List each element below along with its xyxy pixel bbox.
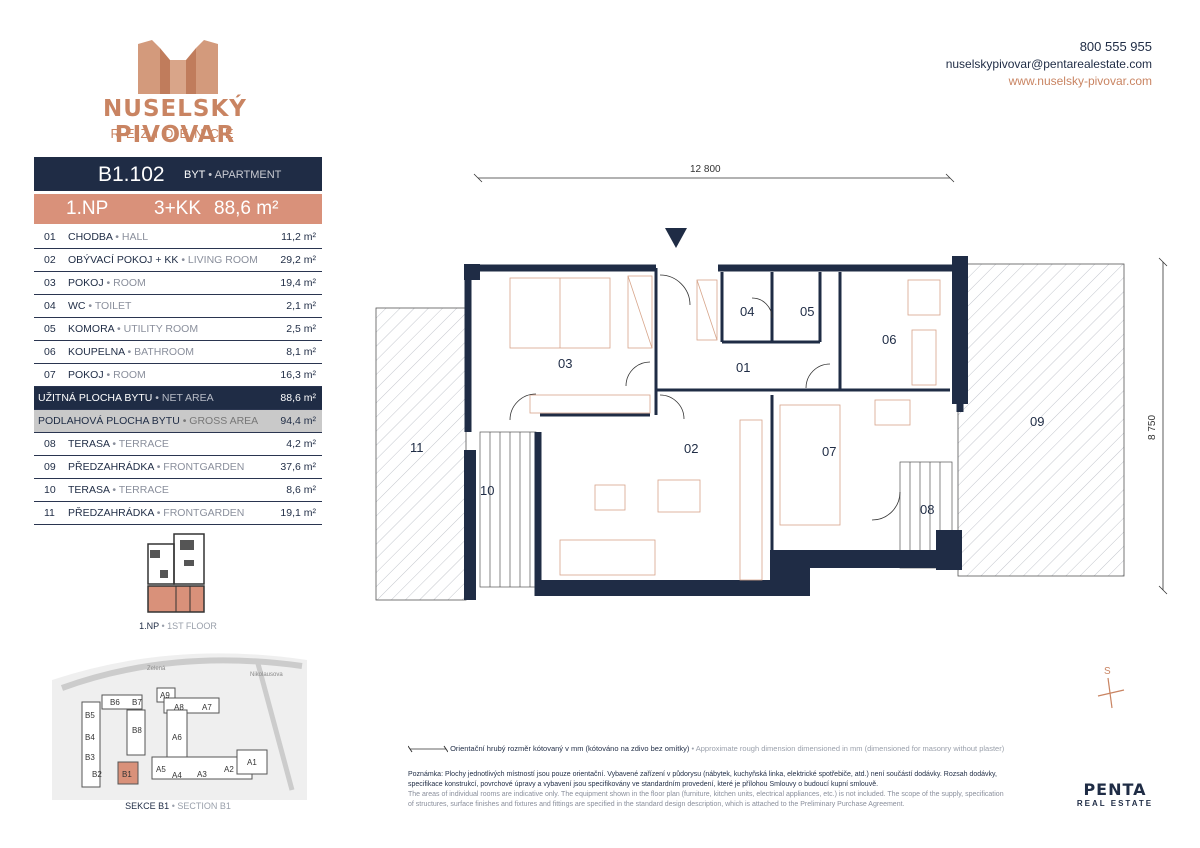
svg-text:A2: A2 — [224, 765, 234, 774]
floor-key-label: 1.NP • 1ST FLOOR — [139, 621, 217, 631]
room-layout: 3+KK — [154, 198, 202, 219]
svg-text:B5: B5 — [85, 711, 95, 720]
room-label: 07 — [822, 444, 836, 459]
entrance-marker-icon — [665, 228, 687, 248]
svg-text:B7: B7 — [132, 698, 142, 707]
svg-text:A5: A5 — [156, 765, 166, 774]
section-label: SEKCE B1 • SECTION B1 — [125, 801, 231, 811]
brand-title: NUSELSKÝ PIVOVAR — [103, 96, 247, 148]
svg-text:A4: A4 — [172, 771, 182, 780]
dimension-legend: Orientační hrubý rozměr kótovaný v mm (k… — [407, 744, 1008, 753]
brand-logo-icon — [138, 40, 218, 94]
dimension-height: 8 750 — [1147, 415, 1158, 440]
room-label: 05 — [800, 304, 814, 319]
contact-phone[interactable]: 800 555 955 — [1079, 39, 1152, 54]
room-label: 04 — [740, 304, 754, 319]
svg-text:B6: B6 — [110, 698, 120, 707]
north-arrow-icon: S — [1097, 666, 1125, 709]
svg-text:B1: B1 — [122, 770, 132, 779]
floor-key-plan — [147, 533, 205, 613]
room-label: 11 — [410, 440, 424, 455]
developer-logo: PENTA REAL ESTATE — [1076, 780, 1154, 808]
svg-text:B2: B2 — [92, 770, 102, 779]
svg-text:B4: B4 — [85, 733, 95, 742]
svg-text:A6: A6 — [172, 733, 182, 742]
room-label: 10 — [480, 483, 494, 498]
dimension-symbol-icon — [407, 745, 449, 753]
room-label: 03 — [558, 356, 572, 371]
room-label: 08 — [920, 502, 934, 517]
svg-text:A9: A9 — [160, 691, 170, 700]
brand-subtitle: REZIDENCE — [110, 126, 240, 141]
room-label: 06 — [882, 332, 896, 347]
unit-summary: 1.NP 3+KK 88,6 m² — [34, 194, 322, 224]
floor-plan: 12 800 8 750 — [375, 164, 1168, 601]
svg-text:A7: A7 — [202, 703, 212, 712]
svg-text:A1: A1 — [247, 758, 257, 767]
street-label: Zelená — [147, 666, 166, 672]
contact-email[interactable]: nuselskypivovar@pentarealestate.com — [945, 57, 1152, 71]
svg-text:A8: A8 — [174, 703, 184, 712]
svg-text:A3: A3 — [197, 770, 207, 779]
unit-code: B1.102 — [98, 163, 165, 186]
room-label: 01 — [736, 360, 750, 375]
contact-website[interactable]: www.nuselsky-pivovar.com — [1008, 74, 1152, 88]
room-label: 02 — [684, 441, 698, 456]
svg-text:B8: B8 — [132, 726, 142, 735]
plan-notes: Poznámka: Plochy jednotlivých místností … — [408, 771, 1004, 808]
svg-text:B3: B3 — [85, 753, 95, 762]
room-label: 09 — [1030, 414, 1044, 429]
dimension-width: 12 800 — [690, 164, 721, 175]
street-label: Nikolausova — [250, 672, 283, 678]
floor-level: 1.NP — [66, 198, 109, 219]
unit-area: 88,6 m² — [214, 198, 279, 219]
unit-type: BYT • APARTMENT — [184, 169, 282, 181]
compass-label: S — [1104, 666, 1111, 677]
unit-header: B1.102 BYT • APARTMENT — [34, 157, 322, 191]
